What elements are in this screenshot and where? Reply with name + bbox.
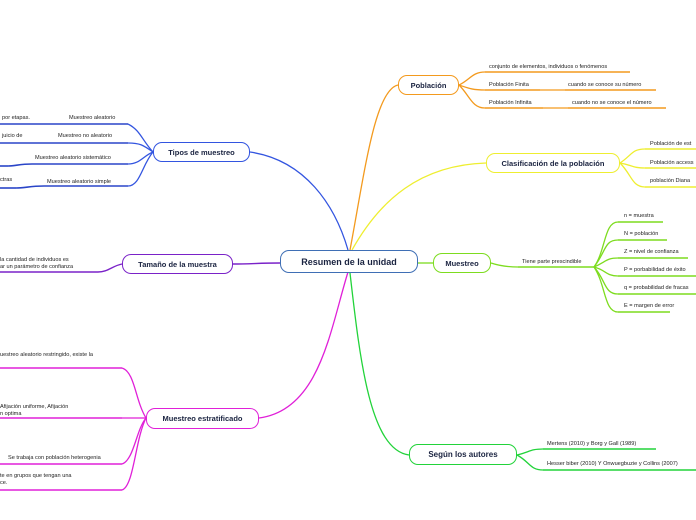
muestreo-item-6[interactable]: E = margen de error	[624, 303, 674, 310]
tipos-item-4-label: Muestreo aleatorio simple	[47, 179, 112, 185]
estratificado-item-2[interactable]: Afijación uniforme, Afijación n optima	[0, 404, 68, 418]
tipos-item-2[interactable]: Muestreo no aleatorio	[58, 133, 112, 140]
estratificado-item-3-line-1: Se trabaja con población heterogenia	[8, 455, 101, 461]
estratificado-item-1-line-1: uestreo aleatorio restringido, existe la	[0, 352, 93, 358]
muestreo-subtopic-label: Tiene parte prescindible	[522, 259, 582, 265]
estratificado-item-4-line-1: te en grupos que tengan una	[0, 473, 72, 479]
clasificacion-item-1-label: Población de est	[650, 141, 692, 147]
tipos-item-2-detail[interactable]: juicio de	[2, 133, 23, 140]
autores-item-2[interactable]: Hesser biber (2010) Y Onwuegbuzie y Coll…	[547, 461, 678, 468]
topic-muestreo-label: Muestreo	[445, 258, 479, 268]
poblacion-item-2-detail[interactable]: cuando se conoce su número	[568, 82, 641, 89]
poblacion-item-1-label: conjunto de elementos, individuos o fenó…	[489, 64, 608, 70]
muestreo-item-1[interactable]: n = muestra	[624, 213, 654, 220]
estratificado-item-3[interactable]: Se trabaja con población heterogenia	[8, 455, 101, 462]
autores-item-1[interactable]: Mertens (2010) y Borg y Gall (1989)	[547, 441, 636, 448]
muestreo-item-2[interactable]: N = población	[624, 231, 658, 238]
poblacion-item-2-detail-text: cuando se conoce su número	[568, 82, 642, 88]
tipos-item-1-detail-text: por etapas.	[2, 115, 30, 121]
estratificado-item-2-line-1: Afijación uniforme, Afijación	[0, 404, 69, 410]
clasificacion-item-1[interactable]: Población de est	[650, 141, 691, 148]
muestreo-item-6-label: E = margen de error	[624, 303, 675, 309]
estratificado-item-4-line-2: ce.	[0, 480, 8, 486]
poblacion-item-3-detail-text: cuando no se conoce el número	[572, 100, 652, 106]
poblacion-item-2[interactable]: Población Finita	[489, 82, 529, 89]
topic-estratificado-label: Muestreo estratificado	[162, 414, 243, 423]
tipos-item-1-label: Muestreo aleatorio	[69, 115, 116, 121]
topic-muestreo-estratificado[interactable]: Muestreo estratificado	[146, 408, 259, 429]
estratificado-item-2-line-2: n optima	[0, 411, 22, 417]
central-topic[interactable]: Resumen de la unidad	[280, 250, 418, 273]
topic-segun-los-autores[interactable]: Según los autores	[409, 444, 517, 465]
topic-poblacion[interactable]: Población	[398, 75, 459, 95]
topic-tamano-label: Tamaño de la muestra	[138, 259, 217, 269]
topic-tipos-label: Tipos de muestreo	[168, 147, 235, 157]
tipos-item-2-label: Muestreo no aleatorio	[58, 133, 113, 139]
muestreo-subtopic[interactable]: Tiene parte prescindible	[522, 259, 582, 266]
tamano-detail-line-2: ar un parámetro de confianza	[0, 264, 74, 270]
tipos-item-2-detail-text: juicio de	[2, 133, 23, 139]
tamano-detail[interactable]: la cantidad de individuos es ar un parám…	[0, 257, 73, 271]
muestreo-item-1-label: n = muestra	[624, 213, 654, 219]
autores-item-1-label: Mertens (2010) y Borg y Gall (1989)	[547, 441, 637, 447]
muestreo-item-3[interactable]: Z = nivel de confianza	[624, 249, 679, 256]
poblacion-item-1[interactable]: conjunto de elementos, individuos o fenó…	[489, 64, 607, 71]
tipos-item-3[interactable]: Muestreo aleatorio sistemático	[35, 155, 111, 162]
tipos-item-4-detail-text: ctras	[0, 177, 13, 183]
clasificacion-item-2-label: Población access	[650, 160, 694, 166]
topic-tamano-de-la-muestra[interactable]: Tamaño de la muestra	[122, 254, 233, 274]
clasificacion-item-3[interactable]: población Diana	[650, 178, 690, 185]
estratificado-item-1[interactable]: uestreo aleatorio restringido, existe la	[0, 352, 93, 359]
poblacion-item-3-detail[interactable]: cuando no se conoce el número	[572, 100, 652, 107]
clasificacion-item-2[interactable]: Población access	[650, 160, 694, 167]
muestreo-item-3-label: Z = nivel de confianza	[624, 249, 679, 255]
muestreo-item-4-label: P = porbabilidad de éxito	[624, 267, 686, 273]
tipos-item-1-detail[interactable]: por etapas.	[2, 115, 30, 122]
muestreo-item-5[interactable]: q = probabilidad de fracas	[624, 285, 689, 292]
tipos-item-1[interactable]: Muestreo aleatorio	[69, 115, 115, 122]
muestreo-item-5-label: q = probabilidad de fracas	[624, 285, 689, 291]
topic-clasificacion-label: Clasificación de la población	[501, 158, 605, 168]
poblacion-item-3-label: Población Infinita	[489, 100, 532, 106]
topic-muestreo[interactable]: Muestreo	[433, 253, 491, 273]
muestreo-item-2-label: N = población	[624, 231, 659, 237]
topic-poblacion-label: Población	[410, 80, 447, 90]
estratificado-item-4[interactable]: te en grupos que tengan una ce.	[0, 473, 72, 487]
topic-clasificacion[interactable]: Clasificación de la población	[486, 153, 620, 173]
poblacion-item-2-label: Población Finita	[489, 82, 529, 88]
tipos-item-4[interactable]: Muestreo aleatorio simple	[47, 179, 111, 186]
clasificacion-item-3-label: población Diana	[650, 178, 691, 184]
muestreo-item-4[interactable]: P = porbabilidad de éxito	[624, 267, 686, 274]
topic-autores-label: Según los autores	[428, 450, 498, 459]
tamano-detail-line-1: la cantidad de individuos es	[0, 257, 69, 263]
tipos-item-3-label: Muestreo aleatorio sistemático	[35, 155, 111, 161]
topic-tipos-de-muestreo[interactable]: Tipos de muestreo	[153, 142, 250, 162]
central-topic-label: Resumen de la unidad	[301, 256, 397, 267]
poblacion-item-3[interactable]: Población Infinita	[489, 100, 532, 107]
tipos-item-4-detail[interactable]: ctras	[0, 177, 12, 184]
autores-item-2-label: Hesser biber (2010) Y Onwuegbuzie y Coll…	[547, 461, 678, 467]
